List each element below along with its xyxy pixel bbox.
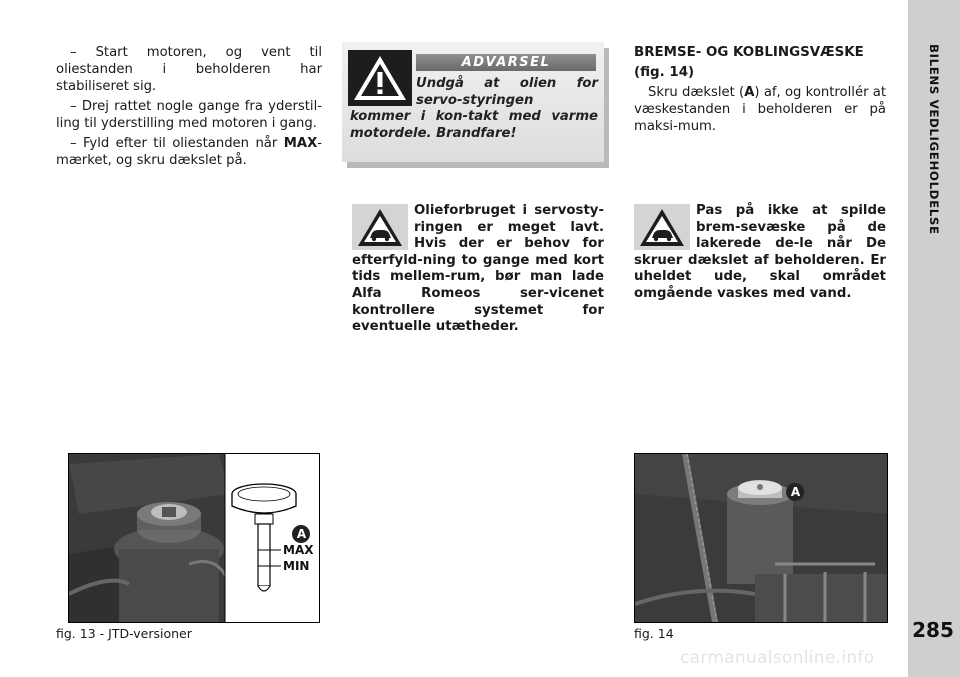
figure-14: A — [634, 453, 888, 623]
warning-triangle-icon — [348, 50, 412, 106]
step-turn-wheel: – Drej rattet nogle gange fra yderstil-l… — [56, 99, 322, 131]
power-steering-reservoir-illustration — [69, 454, 319, 622]
figure-13-caption: fig. 13 - JTD-versioner — [56, 626, 192, 641]
warning-label: ADVARSEL — [416, 54, 596, 71]
max-mark-text: MAX — [283, 136, 318, 151]
figure-13: A MAX MIN — [68, 453, 320, 623]
watermark: carmanualsonline.info — [680, 648, 875, 668]
warning-box: ADVARSEL Undgå at olien for servo-styrin… — [342, 42, 604, 162]
brake-fluid-instruction: Skru dækslet (A) af, og kontrollér at væ… — [634, 84, 886, 135]
step-fill-oil-text: – Fyld efter til oliestanden når — [70, 136, 284, 151]
car-triangle-icon — [352, 204, 408, 250]
label-a: A — [296, 527, 307, 541]
brake-text-end: ) af, og kontrollér at væskestanden i be… — [634, 85, 886, 134]
cap-a-ref: A — [744, 85, 755, 100]
page-number: 285 — [912, 618, 954, 642]
step-start-engine: – Start motoren, og vent til oliestanden… — [56, 45, 322, 94]
label-a: A — [790, 485, 801, 499]
car-triangle-icon — [634, 204, 690, 250]
brake-fluid-note: Pas på ikke at spilde brem-sevæske på de… — [634, 203, 886, 301]
warning-text: Undgå at olien for servo-styringen komme… — [350, 76, 598, 141]
label-min: MIN — [283, 559, 310, 573]
section-heading-figref: (fig. 14) — [634, 65, 695, 80]
step-fill-oil: – Fyld efter til oliestanden når MAX-mær… — [56, 135, 322, 169]
chapter-title: BILENS VEDLIGEHOLDELSE — [927, 44, 941, 235]
servo-oil-note: Olieforbruget i servosty-ringen er meget… — [352, 203, 604, 335]
section-heading: BREMSE- OG KOBLINGSVÆSKE — [634, 45, 864, 60]
label-max: MAX — [283, 543, 314, 557]
side-tab — [908, 0, 960, 677]
brake-fluid-reservoir-illustration — [635, 454, 887, 622]
left-column: – Start motoren, og vent til oliestanden… — [56, 44, 322, 172]
figure-14-caption: fig. 14 — [634, 626, 674, 641]
brake-text-start: Skru dækslet ( — [648, 85, 745, 100]
step-fill-oil-text-end: -mærket, og skru dækslet på. — [56, 136, 322, 168]
right-column: BREMSE- OG KOBLINGSVÆSKE (fig. 14) Skru … — [634, 44, 886, 138]
